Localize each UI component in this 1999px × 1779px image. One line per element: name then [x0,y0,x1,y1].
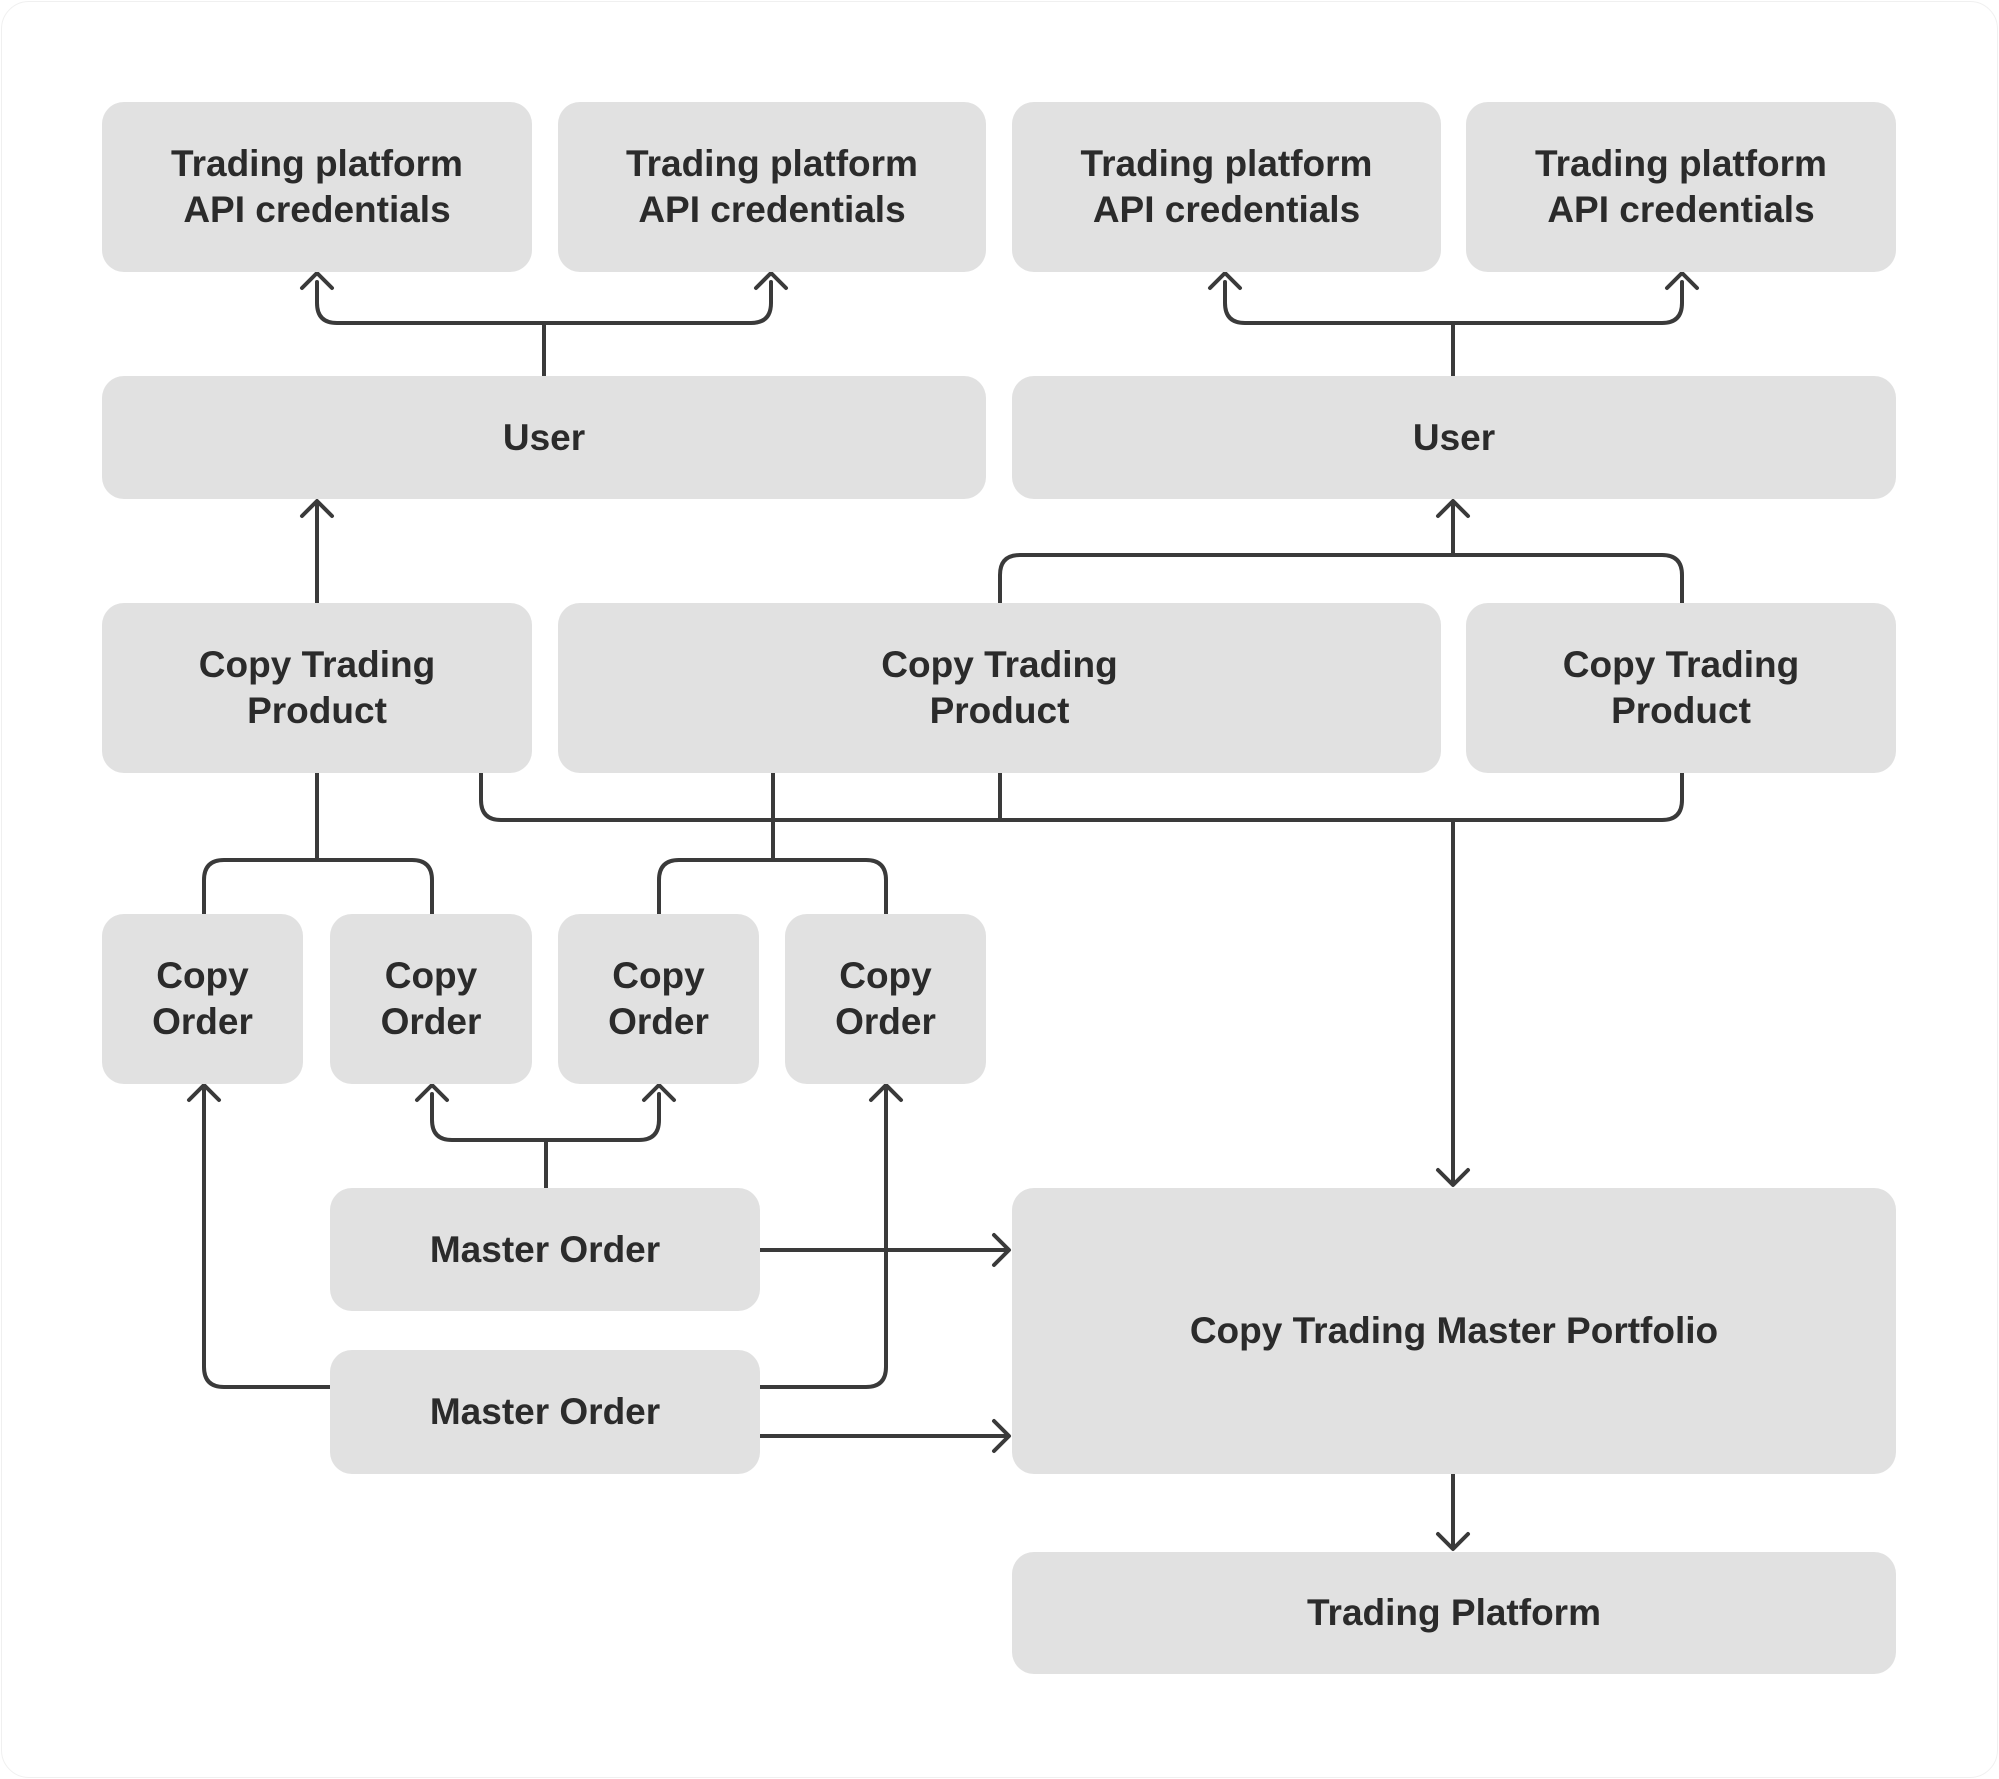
node-label: Trading platform API credentials [171,143,463,230]
copy-trading-product-node-3[interactable]: Copy Trading Product [1466,603,1896,773]
node-label: Trading platform API credentials [626,143,918,230]
node-label: Copy Trading Product [198,644,436,731]
node-label: Copy Trading Product [881,644,1118,731]
user-node-1[interactable]: User [102,376,986,499]
user-node-2[interactable]: User [1012,376,1896,499]
node-label: Trading platform API credentials [1535,143,1827,230]
node-label: Master Order [429,1228,661,1270]
api-credentials-node-2[interactable]: Trading platform API credentials [558,102,986,272]
node-label: Copy Trading Product [1562,644,1800,731]
copy-order-node-1[interactable]: Copy Order [102,914,303,1084]
master-order-node-1[interactable]: Master Order [330,1188,760,1311]
node-label: Copy Trading Master Portfolio [1189,1310,1719,1351]
node-label: Master Order [429,1391,661,1432]
copy-trading-product-node-1[interactable]: Copy Trading Product [102,603,532,773]
api-credentials-node-4[interactable]: Trading platform API credentials [1466,102,1896,272]
copy-order-node-2[interactable]: Copy Order [330,914,532,1084]
master-order-node-2[interactable]: Master Order [330,1350,760,1474]
trading-platform-node[interactable]: Trading Platform [1012,1552,1896,1674]
node-label: Copy Order [152,955,253,1042]
node-label: User [1412,416,1496,458]
node-label: Copy Order [608,955,709,1042]
api-credentials-node-1[interactable]: Trading platform API credentials [102,102,532,272]
node-label: User [502,416,586,458]
master-portfolio-node[interactable]: Copy Trading Master Portfolio [1012,1188,1896,1474]
copy-order-node-4[interactable]: Copy Order [785,914,986,1084]
node-label: Copy Order [835,955,936,1042]
copy-order-node-3[interactable]: Copy Order [558,914,759,1084]
node-label: Trading platform API credentials [1080,143,1373,230]
node-label: Trading Platform [1307,1592,1601,1633]
copy-trading-product-node-2[interactable]: Copy Trading Product [558,603,1441,773]
api-credentials-node-3[interactable]: Trading platform API credentials [1012,102,1441,272]
node-label: Copy Order [380,955,482,1042]
